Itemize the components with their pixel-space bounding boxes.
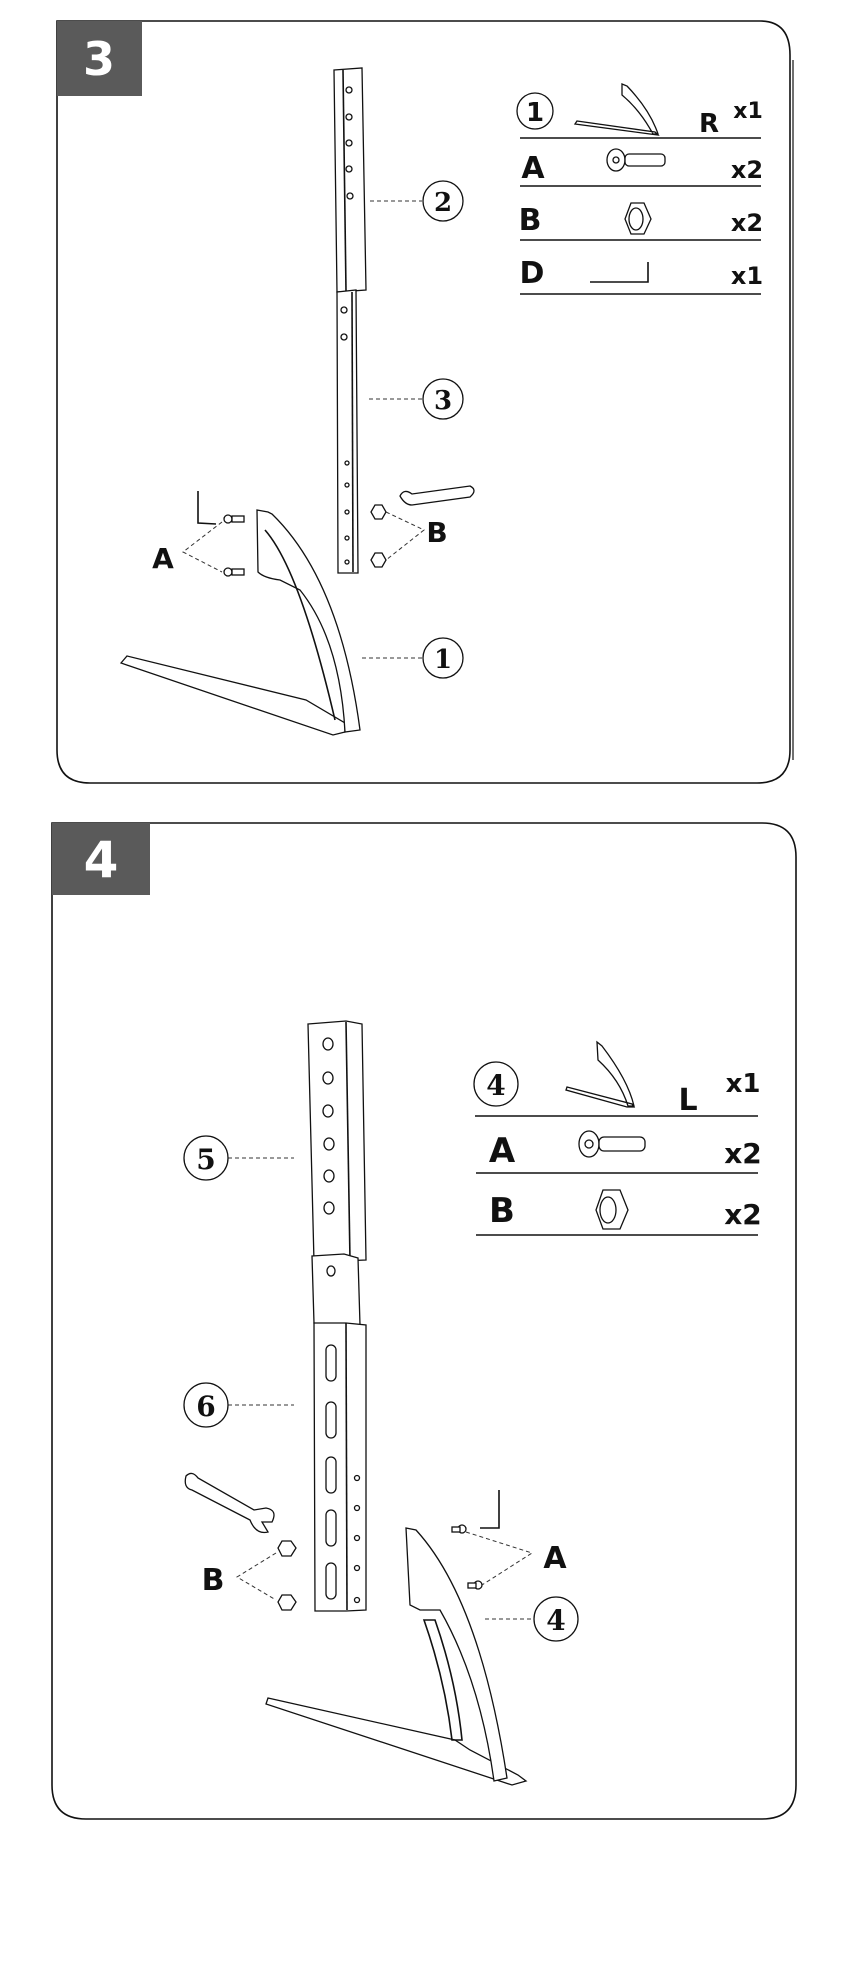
screw [223,514,245,524]
part-qty: x2 [724,1198,762,1231]
nut [370,504,387,520]
part-id: D [520,256,545,291]
upper-rail-5 [307,1020,367,1263]
wrench [399,485,475,506]
nut-icon [595,1189,629,1230]
upper-rail-2 [333,67,367,293]
label-nuts: B [202,1563,225,1598]
parts-list: 1 R x1 A x2 B x2 D x1 [516,83,763,295]
panel-border [56,20,791,784]
base-icon [573,83,660,136]
part-qty: x2 [731,156,763,184]
base-1 [119,509,361,736]
part-id: A [521,151,545,186]
callout-4: 4 [546,1604,565,1637]
part-id: B [489,1191,515,1231]
step-badge [52,823,150,895]
wrench [184,1472,275,1534]
callout-2: 2 [434,188,452,218]
step-number: 4 [84,831,119,889]
callout-3: 3 [434,386,452,416]
part-qty: x1 [726,1069,761,1099]
base-icon [565,1040,636,1108]
step-3-panel: 3 A B [56,20,794,784]
base-4 [265,1527,528,1786]
panel-border [51,822,797,1820]
label-screws: A [543,1541,567,1576]
lower-rail-3 [336,289,359,574]
allen-key [480,1490,500,1529]
allen-key-icon [590,262,649,283]
part-id: 1 [526,98,544,128]
allen-key [197,491,217,525]
screw [451,1524,467,1534]
nut [277,1540,297,1557]
step-badge [57,21,142,96]
part-id: 4 [486,1069,505,1102]
lower-rail-6 [311,1253,367,1612]
part-qty: x2 [731,209,763,237]
part-id: B [519,203,542,238]
step-number: 3 [83,32,115,86]
callout-6: 6 [196,1390,215,1423]
part-qty: x1 [733,99,763,124]
callout-5: 5 [196,1143,215,1176]
part-qty: x2 [724,1137,762,1170]
nut-icon [624,202,652,235]
parts-list: 4 L x1 A x2 B x2 [473,1040,762,1236]
label-screws: A [152,542,174,575]
nut [277,1594,297,1611]
part-qty: x1 [731,262,763,290]
nut [370,552,387,568]
screw-icon [578,1130,646,1158]
part-side: R [699,109,719,139]
screw [223,567,245,577]
screw [467,1580,483,1590]
label-nuts: B [426,516,447,549]
screw-icon [606,148,666,172]
callout-1: 1 [434,645,452,675]
step-4-panel: 4 [51,822,797,1820]
part-id: A [489,1131,516,1171]
part-side: L [678,1083,697,1118]
